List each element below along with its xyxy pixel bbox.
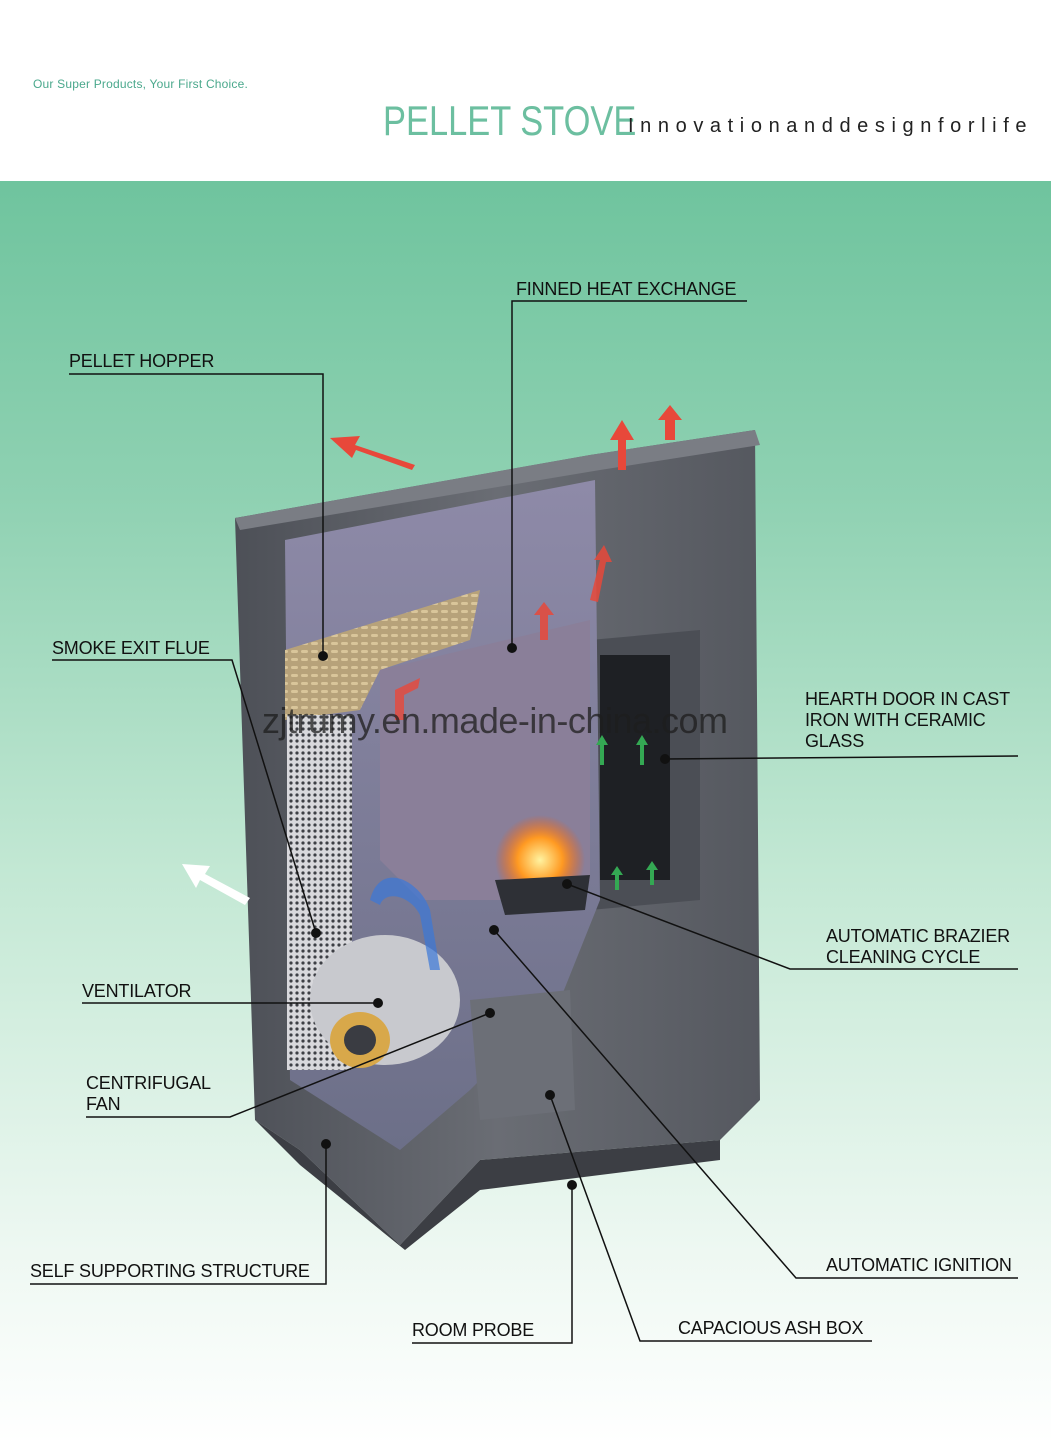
airflow-arrows bbox=[182, 405, 682, 970]
leader-finned-heat-exchange bbox=[511, 300, 747, 648]
leader-lines bbox=[30, 300, 1019, 1344]
leader-automatic-brazier bbox=[566, 883, 1018, 970]
leader-pellet-hopper bbox=[69, 373, 324, 656]
leader-self-supporting bbox=[30, 1144, 327, 1285]
brand-title: PELLET STOVE bbox=[383, 97, 637, 144]
leader-dots bbox=[311, 643, 670, 1190]
stove-body bbox=[235, 430, 760, 1250]
label-centrifugal-fan: CENTRIFUGAL FAN bbox=[86, 1073, 211, 1115]
watermark: zjtrumy.en.made-in-china.com bbox=[262, 700, 728, 741]
slogan: Innovationanddesignforlife bbox=[628, 115, 1034, 137]
label-room-probe: ROOM PROBE bbox=[412, 1320, 535, 1340]
label-automatic-brazier: AUTOMATIC BRAZIER CLEANING CYCLE bbox=[826, 926, 1010, 968]
leader-hearth-door bbox=[664, 755, 1019, 760]
leader-room-probe bbox=[412, 1185, 573, 1344]
label-finned-heat-exchange: FINNED HEAT EXCHANGE bbox=[516, 279, 737, 299]
leader-capacious-ash-box bbox=[549, 1094, 872, 1342]
label-hearth-door-line-3: GLASS bbox=[805, 731, 865, 751]
label-automatic-brazier-line-2: CLEANING CYCLE bbox=[826, 947, 981, 967]
brazier bbox=[495, 875, 590, 915]
label-hearth-door-line-1: HEARTH DOOR IN CAST bbox=[805, 689, 1010, 709]
label-pellet-hopper: PELLET HOPPER bbox=[69, 351, 215, 371]
label-centrifugal-fan-line-2: FAN bbox=[86, 1094, 121, 1114]
leader-smoke-exit-flue bbox=[52, 659, 317, 934]
hearth-door-glass bbox=[600, 655, 670, 880]
label-centrifugal-fan-line-1: CENTRIFUGAL bbox=[86, 1073, 211, 1093]
label-automatic-brazier-line-1: AUTOMATIC BRAZIER bbox=[826, 926, 1010, 946]
leader-automatic-ignition bbox=[493, 929, 1018, 1279]
ash-box bbox=[470, 990, 575, 1120]
label-ventilator: VENTILATOR bbox=[82, 981, 192, 1001]
label-hearth-door-line-2: IRON WITH CERAMIC bbox=[805, 710, 986, 730]
label-capacious-ash-box: CAPACIOUS ASH BOX bbox=[678, 1318, 864, 1338]
header: Our Super Products, Your First Choice. P… bbox=[0, 0, 1051, 181]
leader-centrifugal-fan bbox=[86, 1012, 491, 1118]
centrifugal-fan bbox=[310, 935, 460, 1068]
label-self-supporting-structure: SELF SUPPORTING STRUCTURE bbox=[30, 1261, 310, 1281]
tagline: Our Super Products, Your First Choice. bbox=[33, 77, 249, 91]
label-smoke-exit-flue: SMOKE EXIT FLUE bbox=[52, 638, 210, 658]
label-automatic-ignition: AUTOMATIC IGNITION bbox=[826, 1255, 1012, 1275]
label-hearth-door: HEARTH DOOR IN CAST IRON WITH CERAMIC GL… bbox=[805, 689, 1010, 752]
